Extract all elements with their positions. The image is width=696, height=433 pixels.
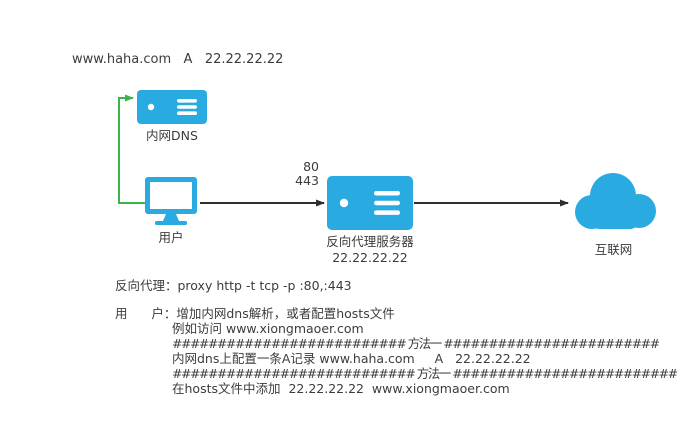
user-node: 用户 — [144, 176, 198, 245]
internet-node: 互联网 — [566, 166, 661, 257]
dns-node: 内网DNS — [137, 90, 207, 143]
note-method-divider-1: ########################## 方法一 #########… — [172, 336, 660, 351]
internet-node-label: 互联网 — [594, 242, 633, 257]
proxy-node-label: 反向代理服务器 — [326, 234, 414, 249]
dns-node-label: 内网DNS — [146, 128, 198, 143]
user-node-label: 用户 — [158, 230, 184, 245]
note-hosts-file: 在hosts文件中添加 22.22.22.22 www.xiongmaoer.c… — [172, 381, 510, 396]
proxy-server-icon — [327, 176, 413, 230]
note-user-instruction: 用 户：增加内网dns解析，或者配置hosts文件 — [115, 306, 395, 321]
note-method-divider-2: ########################### 方法一 ########… — [172, 366, 678, 381]
proxy-port-http: 80 — [303, 159, 319, 174]
proxy-node: 反向代理服务器 22.22.22.22 — [326, 176, 414, 265]
proxy-ports: 80 443 — [285, 160, 319, 188]
proxy-port-https: 443 — [295, 173, 319, 188]
note-reverse-proxy-cmd: 反向代理：proxy http -t tcp -p :80,:443 — [115, 278, 352, 293]
dns-server-icon — [137, 90, 207, 124]
dns-record-text: www.haha.com A 22.22.22.22 — [72, 52, 284, 67]
note-example-visit: 例如访问 www.xiongmaoer.com — [172, 321, 364, 336]
cloud-icon — [575, 173, 656, 229]
monitor-icon — [145, 177, 197, 225]
note-dns-a-record: 内网dns上配置一条A记录 www.haha.com A 22.22.22.22 — [172, 351, 531, 366]
proxy-node-ip: 22.22.22.22 — [332, 250, 408, 265]
